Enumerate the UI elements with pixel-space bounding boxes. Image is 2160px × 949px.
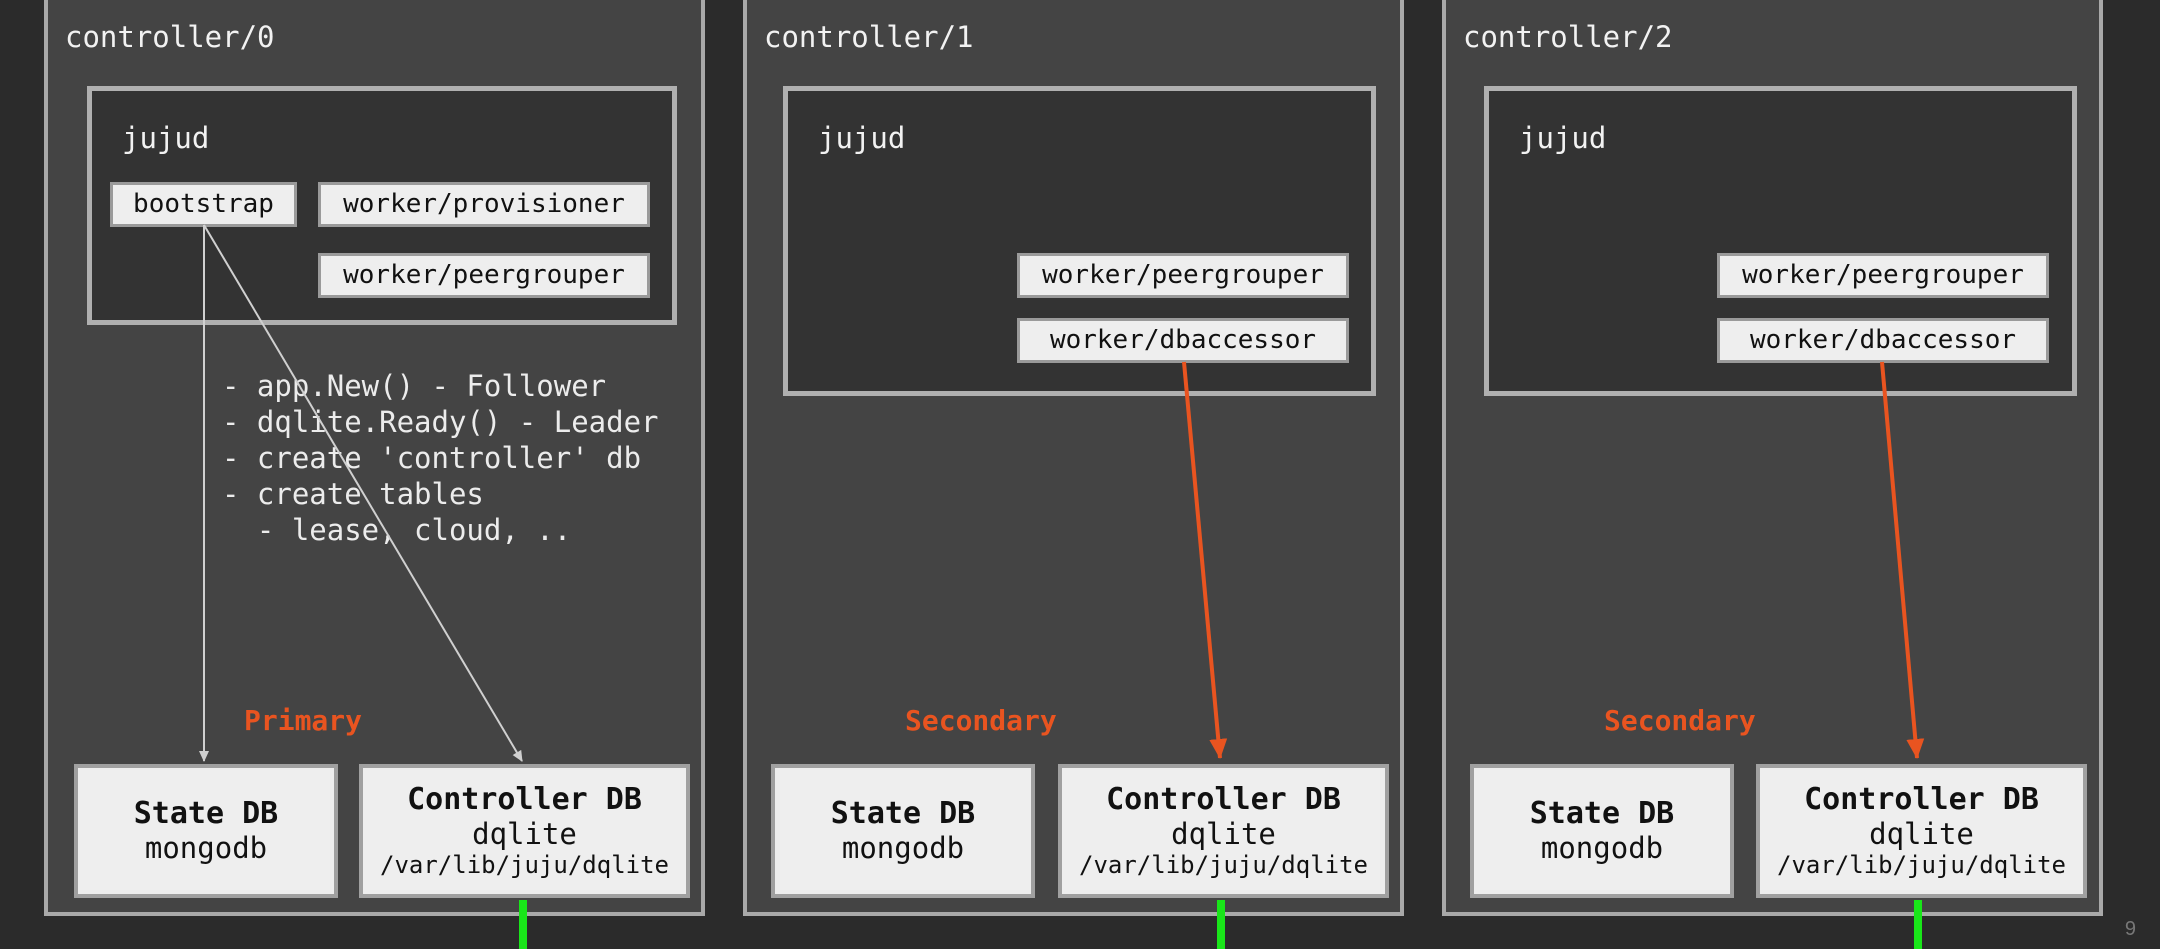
controller-db-engine: dqlite [1869,817,1974,851]
panel-title: controller/2 [1463,20,1673,54]
page-number: 9 [2124,918,2136,940]
dbaccessor-1-to-controller-db-arrow [1182,361,1228,759]
worker-peergrouper: worker/peergrouper [318,253,650,298]
controller-panel-1: controller/1 jujud worker/peergrouper wo… [743,0,1404,916]
worker-peergrouper: worker/peergrouper [1017,253,1349,298]
state-db-box: State DB mongodb [771,764,1035,898]
worker-dbaccessor: worker/dbaccessor [1717,318,2049,363]
controller-panel-2: controller/2 jujud worker/peergrouper wo… [1442,0,2103,916]
controller-db-title: Controller DB [1804,782,2039,817]
controller-db-box: Controller DB dqlite /var/lib/juju/dqlit… [359,764,690,898]
state-db-box: State DB mongodb [1470,764,1734,898]
state-db-engine: mongodb [1540,831,1664,865]
worker-provisioner: worker/provisioner [318,182,650,227]
state-db-engine: mongodb [841,831,965,865]
role-label-primary: Primary [244,704,363,737]
jujud-process-box: jujud worker/peergrouper worker/dbaccess… [1484,86,2077,396]
controller-db-title: Controller DB [1106,782,1341,817]
state-db-title: State DB [1529,796,1675,831]
panel-title: controller/1 [764,20,974,54]
controller-db-box: Controller DB dqlite /var/lib/juju/dqlit… [1756,764,2087,898]
state-db-title: State DB [133,796,279,831]
controller-db-path: /var/lib/juju/dqlite [1079,851,1368,879]
worker-dbaccessor: worker/dbaccessor [1017,318,1349,363]
role-label-secondary: Secondary [1604,704,1756,737]
jujud-process-box: jujud bootstrap worker/provisioner worke… [87,86,677,325]
worker-peergrouper: worker/peergrouper [1717,253,2049,298]
controller-db-engine: dqlite [472,817,577,851]
jujud-label: jujud [818,121,906,155]
controller-db-path: /var/lib/juju/dqlite [1777,851,2066,879]
jujud-label: jujud [1519,121,1607,155]
controller-db-engine: dqlite [1171,817,1276,851]
panel-title: controller/0 [65,20,275,54]
controller-db-link-1 [1217,900,1225,949]
role-label-secondary: Secondary [905,704,1057,737]
controller-db-title: Controller DB [407,782,642,817]
state-db-engine: mongodb [144,831,268,865]
dbaccessor-2-to-controller-db-arrow [1880,361,1925,759]
state-db-box: State DB mongodb [74,764,338,898]
bootstrap-notes: - app.New() - Follower - dqlite.Ready() … [222,369,659,547]
controller-db-link-0 [519,900,527,949]
bootstrap-to-controller-db-arrow [203,224,523,762]
state-db-title: State DB [830,796,976,831]
jujud-process-box: jujud worker/peergrouper worker/dbaccess… [783,86,1376,396]
controller-db-link-2 [1914,900,1922,949]
jujud-label: jujud [122,121,210,155]
controller-db-box: Controller DB dqlite /var/lib/juju/dqlit… [1058,764,1389,898]
controller-db-path: /var/lib/juju/dqlite [380,851,669,879]
controller-panel-0: controller/0 jujud bootstrap worker/prov… [44,0,705,916]
